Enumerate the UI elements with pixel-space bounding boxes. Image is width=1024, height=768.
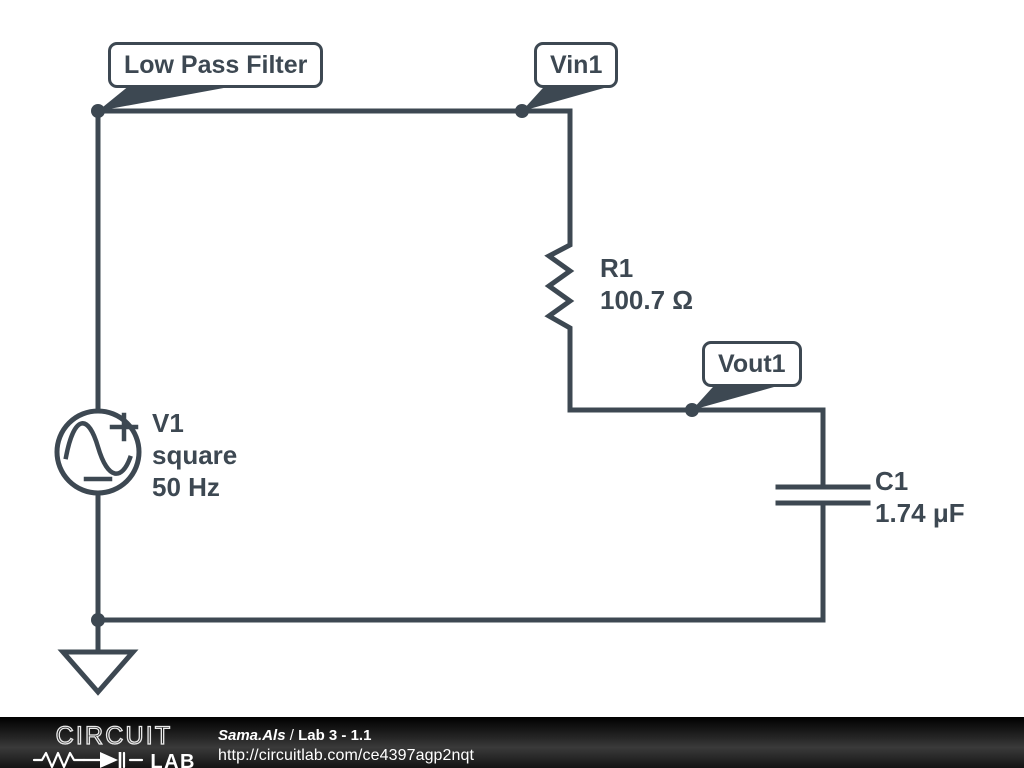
logo-text-circuit: CIRCUIT (56, 722, 173, 750)
component-label-r1[interactable]: R1 100.7 Ω (600, 252, 693, 316)
callout-vin1[interactable]: Vin1 (534, 42, 619, 88)
callout-low-pass-filter[interactable]: Low Pass Filter (108, 42, 324, 88)
footer-owner[interactable]: Sama.Als (218, 727, 286, 744)
logo-diode-icon (100, 752, 118, 768)
footer-bar (0, 717, 1024, 768)
resistor-r1-body (544, 236, 575, 337)
v1-designator: V1 (152, 408, 184, 438)
logo-component-strip (32, 751, 144, 768)
c1-value: 1.74 μF (875, 498, 965, 528)
r1-designator: R1 (600, 253, 634, 283)
footer-project-line: Sama.Als / Lab 3 - 1.1 (218, 726, 474, 746)
voltage-source-v1-circle (54, 408, 142, 496)
v1-waveform: square (152, 440, 238, 470)
c1-designator: C1 (875, 466, 909, 496)
wire-top (95, 108, 573, 242)
wire-bottom (95, 500, 826, 623)
component-label-v1[interactable]: V1 square 50 Hz (152, 407, 237, 503)
footer-credits: Sama.Als / Lab 3 - 1.1 http://circuitlab… (218, 726, 474, 766)
footer-project-name[interactable]: Lab 3 - 1.1 (298, 727, 372, 744)
ground-symbol (57, 649, 139, 696)
component-label-c1[interactable]: C1 1.74 μF (875, 465, 965, 529)
circuitlab-logo[interactable]: CIRCUIT LAB (26, 722, 202, 768)
v1-frequency: 50 Hz (152, 472, 220, 502)
callout-vout1[interactable]: Vout1 (702, 341, 802, 387)
footer-url[interactable]: http://circuitlab.com/ce4397agp2nqt (218, 747, 475, 764)
logo-text-lab: LAB (150, 751, 196, 768)
r1-value: 100.7 Ω (600, 285, 694, 315)
voltage-source-v1-sine (63, 421, 133, 476)
footer-separator: / (285, 727, 299, 744)
node-dot-ground (91, 613, 105, 627)
